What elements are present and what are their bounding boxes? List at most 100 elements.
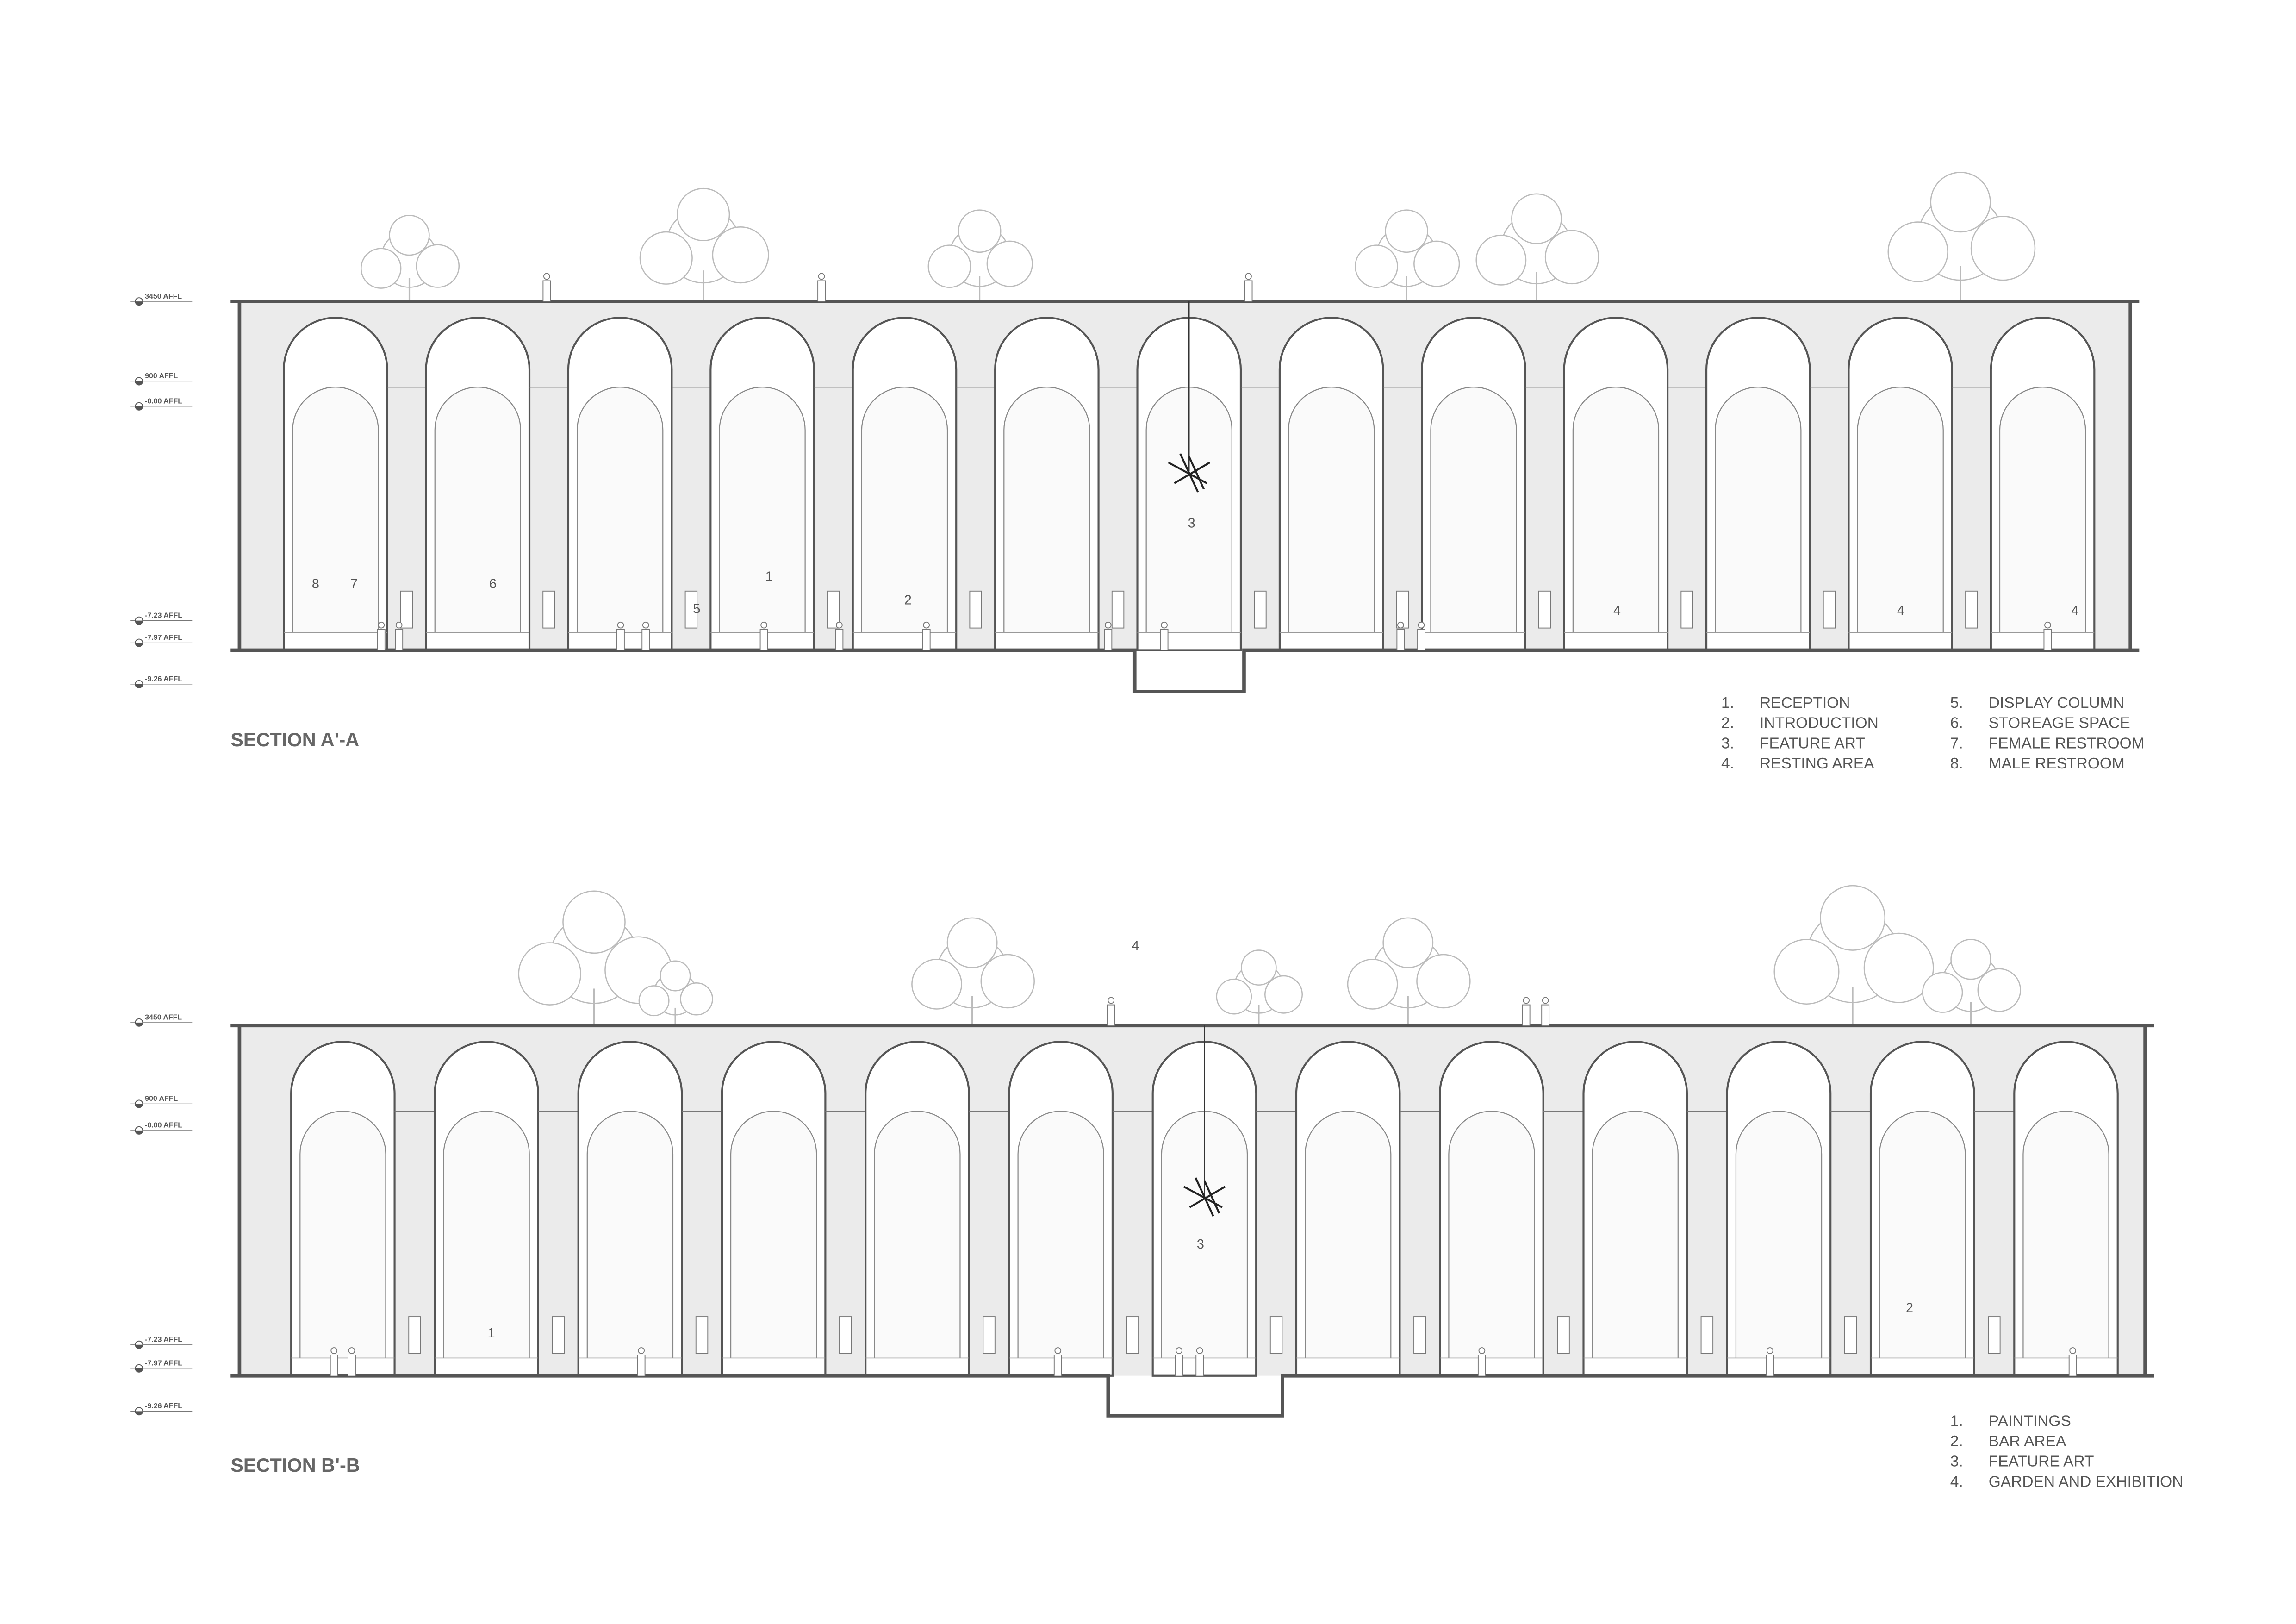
display-panel — [1254, 590, 1267, 629]
person-body — [2068, 1355, 2077, 1376]
level-label: 3450 AFFL — [145, 1013, 182, 1021]
legend-label: RESTING AREA — [1760, 755, 1874, 772]
level-marker: 900 AFFL — [130, 372, 193, 386]
display-panel — [542, 590, 555, 629]
level-label: -0.00 AFFL — [145, 1121, 182, 1129]
person-figure-icon — [1160, 621, 1169, 650]
person-figure-icon — [817, 273, 826, 302]
level-datum-fill — [135, 684, 143, 688]
display-panel — [1126, 1316, 1139, 1354]
tree-canopy — [1970, 216, 2036, 281]
sculpture-stroke — [1203, 1180, 1220, 1214]
person-figure-icon — [1107, 997, 1115, 1026]
arch-window — [292, 387, 379, 633]
person-body — [922, 629, 931, 650]
display-panel — [827, 590, 840, 629]
tree-canopy — [1863, 932, 1934, 1003]
person-head — [760, 621, 767, 629]
person-head — [2069, 1347, 2077, 1354]
person-head — [642, 621, 649, 629]
person-figure-icon — [1766, 1347, 1774, 1376]
person-figure-icon — [641, 621, 650, 650]
arch-window — [443, 1111, 530, 1358]
level-marker: -9.26 AFFL — [130, 1402, 193, 1416]
level-datum-fill — [135, 643, 143, 647]
room-number-label: 5 — [693, 602, 700, 617]
level-datum-fill — [135, 301, 143, 306]
person-body — [1195, 1355, 1204, 1376]
person-figure-icon — [759, 621, 768, 650]
level-marker: -7.97 AFFL — [130, 634, 193, 647]
legend-label: DISPLAY COLUMN — [1989, 694, 2124, 712]
tree-canopy — [1241, 949, 1277, 986]
arch-window — [1448, 1111, 1535, 1358]
level-label: -9.26 AFFL — [145, 1402, 182, 1410]
person-head — [348, 1347, 355, 1354]
person-body — [1053, 1355, 1062, 1376]
legend-number: 3. — [1721, 735, 1734, 752]
tree-canopy — [1773, 939, 1840, 1005]
person-figure-icon — [2043, 621, 2052, 650]
display-panel — [695, 1316, 709, 1354]
person-body — [759, 629, 768, 650]
tree-icon — [911, 917, 1035, 1026]
level-label: -9.26 AFFL — [145, 675, 182, 683]
tree-icon — [927, 209, 1033, 302]
person-figure-icon — [1195, 1347, 1204, 1376]
tree-icon — [1216, 949, 1303, 1026]
level-label: 3450 AFFL — [145, 293, 182, 300]
legend-label: RECEPTION — [1760, 694, 1850, 712]
person-figure-icon — [1396, 621, 1405, 650]
room-number-label: 4 — [1613, 603, 1621, 618]
legend-label: FEATURE ART — [1760, 735, 1865, 752]
tree-canopy — [1475, 234, 1527, 286]
arch-window — [1305, 1111, 1392, 1358]
tree-canopy — [1416, 954, 1471, 1009]
person-head — [1478, 1347, 1486, 1354]
person-head — [818, 273, 825, 280]
level-datum-fill — [135, 1344, 143, 1349]
arch-window — [1017, 1111, 1104, 1358]
person-body — [1541, 1004, 1550, 1026]
person-body — [1104, 629, 1113, 650]
person-figure-icon — [348, 1347, 356, 1376]
sculpture-stroke — [1188, 456, 1205, 490]
display-panel — [1269, 1316, 1283, 1354]
legend-label: FEMALE RESTROOM — [1989, 735, 2145, 752]
tree-canopy — [1355, 244, 1398, 288]
pit-space — [1134, 650, 1244, 692]
level-marker: -7.97 AFFL — [130, 1359, 193, 1373]
level-marker: 3450 AFFL — [130, 1013, 193, 1027]
person-head — [1161, 621, 1168, 629]
level-marker: -9.26 AFFL — [130, 675, 193, 688]
tree-icon — [639, 187, 769, 302]
floor-slab — [230, 1374, 2154, 1418]
level-datum-fill — [135, 1368, 143, 1372]
level-marker: -0.00 AFFL — [130, 397, 193, 411]
person-figure-icon — [1541, 997, 1550, 1026]
person-head — [2044, 621, 2051, 629]
room-number-label: 4 — [2071, 603, 2078, 618]
tree-icon — [638, 960, 713, 1026]
legend-label: INTRODUCTION — [1760, 715, 1879, 732]
arch-window — [576, 387, 664, 633]
person-figure-icon — [395, 621, 404, 650]
display-panel — [1988, 1316, 2001, 1354]
level-datum-fill — [135, 1022, 143, 1026]
display-panel — [1965, 590, 1978, 629]
legend-number: 4. — [1721, 755, 1734, 772]
legend-label: GARDEN AND EXHIBITION — [1989, 1473, 2184, 1490]
tree-icon — [1475, 193, 1599, 302]
floor-slab — [230, 648, 2140, 693]
display-panel — [400, 590, 413, 629]
tree-canopy — [1264, 975, 1303, 1014]
level-datum-fill — [135, 1130, 143, 1134]
person-figure-icon — [1417, 621, 1425, 650]
arch-window — [1857, 387, 1944, 633]
arcade — [290, 1041, 2119, 1377]
display-panel — [684, 590, 698, 629]
display-panel — [408, 1316, 421, 1354]
level-label: -7.23 AFFL — [145, 1336, 182, 1343]
person-body — [641, 629, 650, 650]
